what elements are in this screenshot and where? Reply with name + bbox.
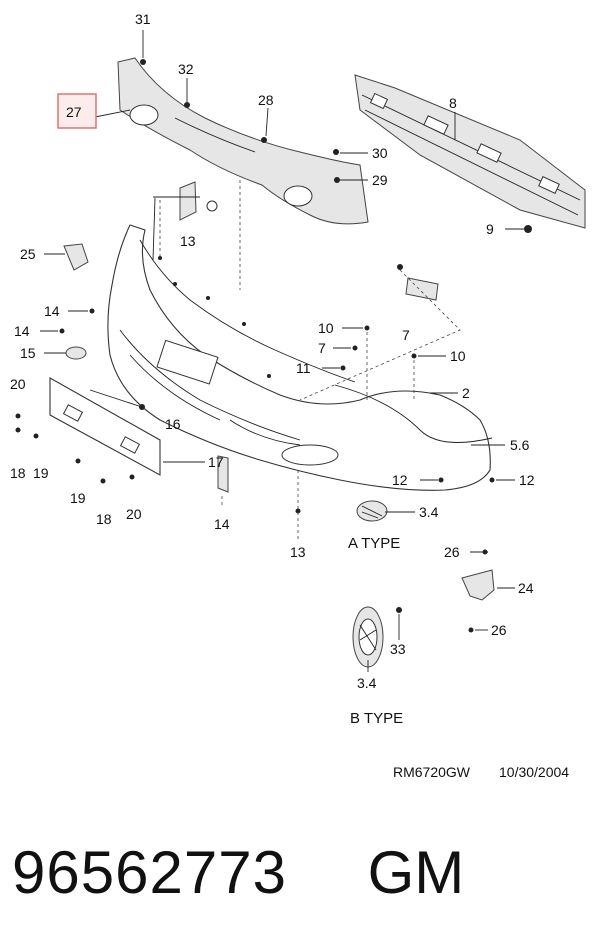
parts-diagram: 31 32 27 28 8 30 29 9 25 13 14 14 15 10 …	[10, 11, 586, 780]
label-29: 29	[372, 172, 388, 188]
label-3-4-b: 3.4	[357, 675, 377, 691]
label-14-c: 14	[214, 516, 230, 532]
label-26-a: 26	[444, 544, 460, 560]
label-14-a: 14	[44, 303, 60, 319]
label-13-bottom: 13	[290, 544, 306, 560]
bracket-top	[179, 181, 218, 221]
label-20-a: 20	[10, 376, 26, 392]
label-15: 15	[20, 345, 36, 361]
label-27: 27	[66, 104, 82, 120]
label-3-4-a: 3.4	[419, 504, 439, 520]
label-13-top: 13	[180, 233, 196, 249]
label-5-6: 5.6	[510, 437, 530, 453]
label-a-type: A TYPE	[348, 535, 400, 552]
label-30: 30	[372, 145, 388, 161]
label-26-b: 26	[491, 622, 507, 638]
label-31: 31	[135, 11, 151, 27]
label-18-a: 18	[10, 465, 26, 481]
front-bumper-fascia	[107, 224, 491, 491]
label-10-b: 10	[450, 348, 466, 364]
reference-date: 10/30/2004	[499, 764, 569, 780]
label-8: 8	[449, 95, 457, 111]
highlight-box-27	[57, 93, 97, 129]
label-10-a: 10	[318, 320, 334, 336]
label-33: 33	[390, 641, 406, 657]
fasteners	[15, 59, 532, 633]
reinforcement-beam	[354, 74, 586, 229]
label-32: 32	[178, 61, 194, 77]
upper-grille-panel	[117, 57, 369, 225]
label-18-b: 18	[96, 511, 112, 527]
brand-name: GM	[367, 839, 465, 906]
label-19-b: 19	[70, 490, 86, 506]
label-28: 28	[258, 92, 274, 108]
leader-lines	[40, 30, 524, 672]
label-2: 2	[462, 385, 470, 401]
label-9: 9	[486, 221, 494, 237]
label-7-a: 7	[402, 327, 410, 343]
label-b-type: B TYPE	[350, 710, 403, 727]
label-14-b: 14	[14, 323, 30, 339]
label-11: 11	[296, 360, 311, 376]
side-bracket	[405, 277, 439, 301]
label-12-a: 12	[392, 472, 408, 488]
label-7-b: 7	[318, 340, 326, 356]
label-16: 16	[165, 416, 181, 432]
label-20-b: 20	[126, 506, 142, 522]
label-17: 17	[208, 454, 224, 470]
part-number: 96562773	[12, 839, 287, 906]
cap-25	[63, 243, 89, 271]
label-25: 25	[20, 246, 36, 262]
license-plate-bracket	[49, 377, 161, 476]
label-19-a: 19	[33, 465, 49, 481]
part-footer: 96562773 GM	[12, 828, 592, 918]
label-24: 24	[518, 580, 534, 596]
cap-15	[65, 346, 87, 360]
bracket-24	[461, 569, 495, 601]
fog-lamp-cover-a	[356, 500, 388, 522]
reference-code: RM6720GW	[393, 764, 471, 780]
fog-lamp-cover-b	[352, 606, 384, 668]
label-12-b: 12	[519, 472, 535, 488]
bracket-14-lower	[217, 455, 229, 493]
callout-labels: 31 32 27 28 8 30 29 9 25 13 14 14 15 10 …	[10, 11, 535, 727]
